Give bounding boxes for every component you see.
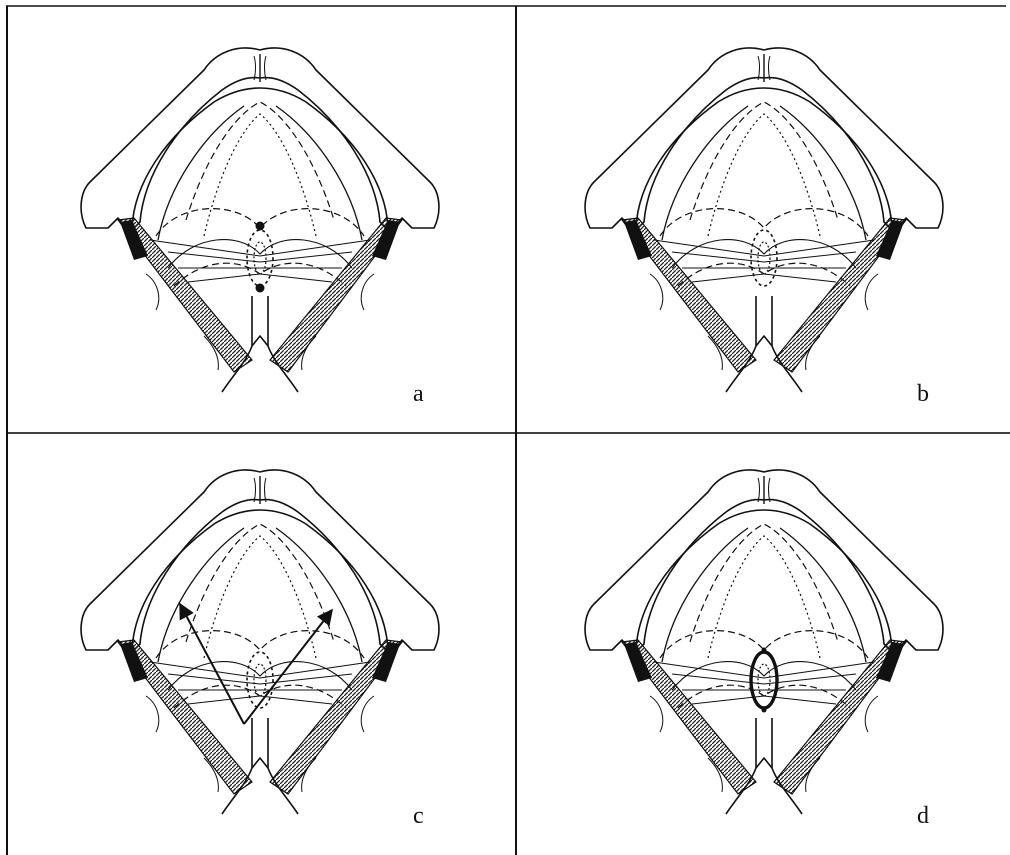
inner-arch (132, 88, 388, 228)
bold-point-top (762, 648, 767, 653)
transverse-lower-dashed (678, 685, 850, 708)
panel-b: b (512, 6, 1010, 433)
panel-a: a (8, 6, 513, 433)
radiating-line-8 (260, 274, 332, 282)
levator-inner-dashed (690, 524, 838, 642)
levator-inner-dotted (708, 114, 820, 236)
levator-inner-dotted (708, 536, 820, 658)
transverse-lower-arc (168, 662, 352, 690)
perineal-body (756, 296, 772, 346)
pubic-arch-left (81, 470, 260, 654)
transverse-lower-dashed (174, 263, 346, 286)
perineal-body (756, 718, 772, 768)
pelvic-floor-diagram-d (512, 428, 1010, 855)
transverse-lower-arc (672, 662, 856, 690)
central-orifice-inner (254, 242, 266, 274)
bold-point-bottom (762, 708, 767, 713)
central-orifice-outer (751, 652, 777, 708)
levator-inner-dashed (690, 102, 838, 220)
pubic-arch-right (764, 470, 943, 654)
pubic-arch-right (260, 470, 439, 654)
perineal-body (252, 296, 268, 346)
transverse-perineal-dashed (660, 209, 868, 236)
sling-dot-top (256, 222, 265, 231)
transverse-perineal-dashed (660, 631, 868, 658)
pubic-arch-left (585, 470, 764, 654)
panel-c: c (8, 428, 513, 855)
levator-inner-dotted (204, 114, 316, 236)
pelvic-floor-diagram-a (8, 6, 513, 433)
transverse-lower-arc (672, 240, 856, 268)
levator-inner-dashed (186, 524, 334, 642)
radiating-line-8 (764, 274, 836, 282)
central-orifice-inner (758, 664, 770, 696)
central-orifice-outer (751, 230, 777, 286)
levator-arch-lines (662, 528, 866, 662)
panel-label-c: c (413, 804, 424, 828)
sling-dot-bottom (256, 284, 265, 293)
levator-arch-lines (158, 106, 362, 240)
central-orifice-inner (254, 664, 266, 696)
inner-arch (132, 510, 388, 650)
panel-label-b: b (917, 382, 929, 406)
transverse-lower-arc (168, 240, 352, 268)
central-orifice-outer (247, 230, 273, 286)
levator-arch-lines (158, 528, 362, 662)
pubic-arch-right (260, 48, 439, 232)
central-orifice-outer (247, 652, 273, 708)
perineal-body (252, 718, 268, 768)
pelvic-floor-diagram-b (512, 6, 1010, 433)
inner-arch (636, 88, 892, 228)
pubic-arch-left (81, 48, 260, 232)
levator-inner-dashed (186, 102, 334, 220)
pelvic-floor-diagram-c (8, 428, 513, 855)
central-orifice-inner (758, 242, 770, 274)
panel-d: d (512, 428, 1010, 855)
panel-label-a: a (413, 382, 424, 406)
radiating-line-8 (260, 696, 332, 704)
pubic-arch-right (764, 48, 943, 232)
panel-label-d: d (917, 804, 929, 828)
arrow-right (244, 610, 332, 724)
levator-inner-dotted (204, 536, 316, 658)
inner-arch (636, 510, 892, 650)
transverse-perineal-dashed (156, 631, 364, 658)
transverse-lower-dashed (678, 263, 850, 286)
pubic-arch-left (585, 48, 764, 232)
levator-arch-lines (662, 106, 866, 240)
